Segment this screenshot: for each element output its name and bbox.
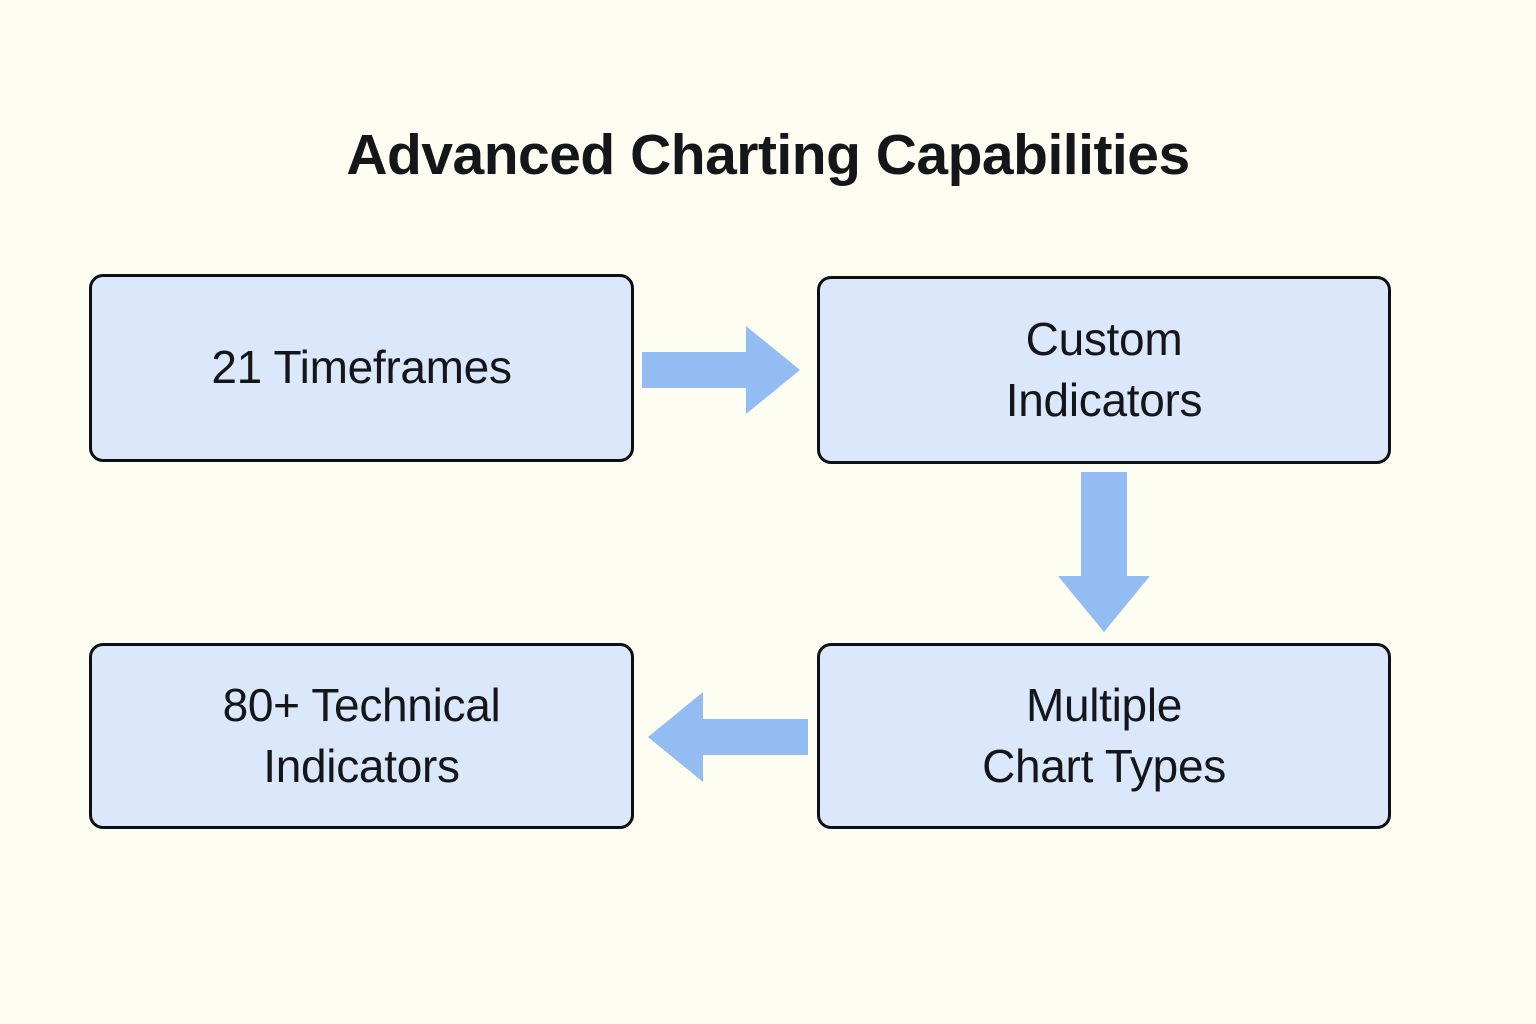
page-title: Advanced Charting Capabilities <box>346 123 1190 187</box>
node-timeframes-label: 21 Timeframes <box>211 341 512 394</box>
node-technical-indicators[interactable]: 80+ Technical Indicators <box>89 643 634 829</box>
node-technical-indicators-label: 80+ Technical Indicators <box>222 678 501 792</box>
node-timeframes[interactable]: 21 Timeframes <box>89 274 634 462</box>
arrow-down-icon <box>1058 472 1150 632</box>
arrow-left-icon <box>648 692 808 782</box>
arrow-right-icon <box>642 326 800 414</box>
node-custom-indicators-label: Custom Indicators <box>1005 312 1203 426</box>
node-chart-types[interactable]: Multiple Chart Types <box>817 643 1391 829</box>
node-chart-types-label: Multiple Chart Types <box>982 678 1226 792</box>
node-custom-indicators[interactable]: Custom Indicators <box>817 276 1391 464</box>
